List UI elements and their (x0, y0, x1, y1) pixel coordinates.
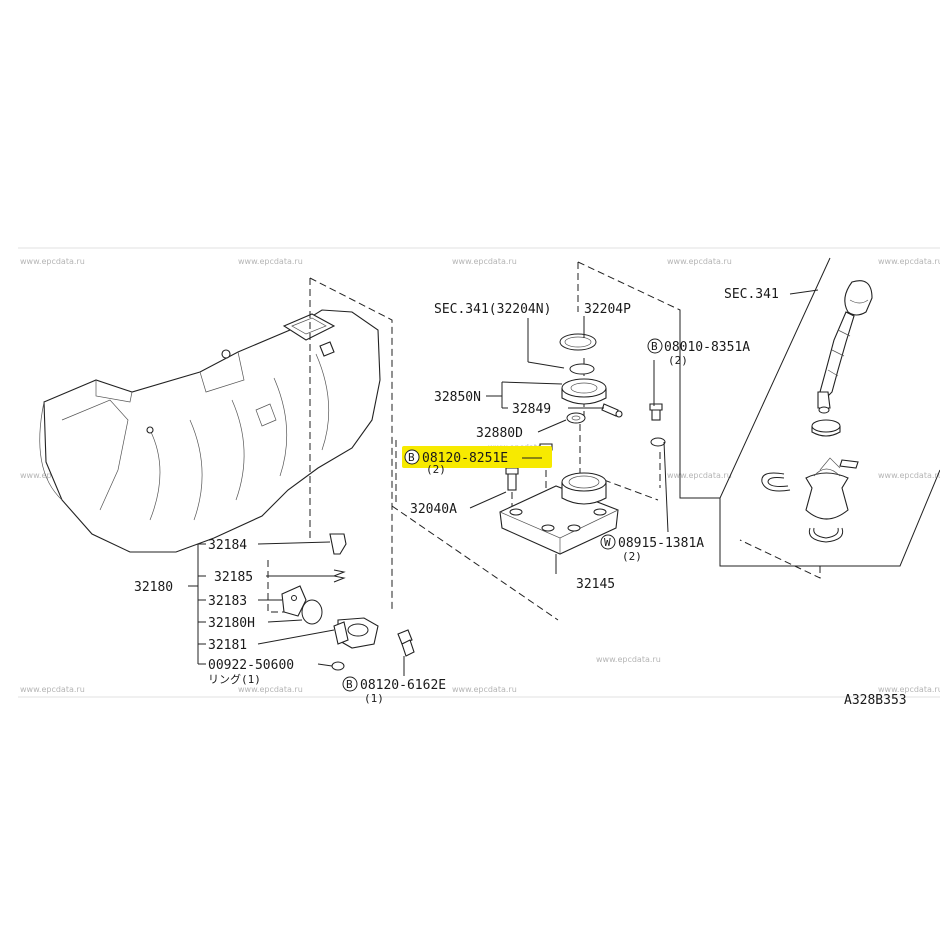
watermark: www.epcdata.ru (667, 471, 732, 480)
label-32180[interactable]: 32180 (134, 580, 173, 595)
bolt-illustration (505, 467, 519, 491)
watermark: www.epcdata.ru (452, 685, 517, 694)
seal-illustration (569, 363, 595, 375)
label-08915-qty: (2) (622, 550, 642, 563)
label-08915-1381A[interactable]: 08915-1381A (618, 536, 704, 551)
bushing-illustration (561, 378, 607, 405)
center-dashed-box (577, 261, 681, 498)
watermark: www.epcdata.ru (596, 655, 661, 664)
label-sec341-right[interactable]: SEC.341 (724, 287, 779, 302)
label-00922-50600[interactable]: 00922-50600 (208, 658, 294, 673)
watermark: www.epcdata.ru (238, 685, 303, 694)
snap-ring-illustration (559, 333, 597, 351)
watermark: www.epcdata.ru (878, 685, 940, 694)
leader-lines (188, 289, 819, 676)
label-32184[interactable]: 32184 (208, 538, 247, 553)
center-dashed-box (391, 505, 559, 621)
diagram-code: A328B353 (844, 693, 907, 708)
label-08010-8351A[interactable]: 08010-8351A (664, 340, 750, 355)
bolt-marker-letter: B (408, 451, 415, 464)
label-32183[interactable]: 32183 (208, 594, 247, 609)
label-32040A[interactable]: 32040A (410, 502, 457, 517)
bolt-marker-icon (647, 338, 663, 354)
label-32880D[interactable]: 32880D (476, 426, 523, 441)
washer-marker-letter: W (604, 536, 611, 549)
watermark: www.epcdata.ru (238, 257, 303, 266)
center-dashed-box (603, 479, 659, 501)
washer-marker-icon (600, 534, 616, 550)
guide-dashed (267, 560, 300, 613)
label-08120-6162E-qty: (1) (364, 692, 384, 705)
part-labels: SEC.341(32204N) 32204P B 08010-8351A (2)… (134, 287, 907, 708)
label-32185[interactable]: 32185 (214, 570, 253, 585)
washer-illustration (566, 412, 586, 424)
small-parts (281, 533, 415, 671)
shifter-base-illustration (499, 472, 619, 555)
shift-lever-group (679, 257, 940, 579)
bolt-marker-icon (342, 676, 358, 692)
bolt-illustration (649, 403, 666, 447)
bolt-marker-letter: B (651, 340, 658, 353)
guide-dashed (309, 277, 393, 612)
transmission-illustration (39, 309, 381, 553)
bolt-marker-letter: B (346, 678, 353, 691)
label-00922-note: リング(1) (208, 672, 261, 686)
label-32181[interactable]: 32181 (208, 638, 247, 653)
pin-illustration (601, 403, 623, 418)
label-32180H[interactable]: 32180H (208, 616, 255, 631)
bolt-marker-icon (404, 449, 420, 465)
watermark: www.epcdata.ru (452, 257, 517, 266)
watermark: www.epcdata.ru (20, 257, 85, 266)
label-08010-qty: (2) (668, 354, 688, 367)
watermark: www.epcdata.ru (667, 257, 732, 266)
label-08120-8251E-qty: (2) (426, 463, 446, 476)
watermark: www.epcdata.ru (878, 471, 940, 480)
watermark: www.epcdata.ru (878, 257, 940, 266)
label-08120-6162E[interactable]: 08120-6162E (360, 678, 446, 693)
label-sec341-32204N[interactable]: SEC.341(32204N) (434, 302, 551, 317)
highlight-part-08120-8251E (402, 446, 552, 468)
watermark: www.epcdata.ru (20, 685, 85, 694)
label-32145[interactable]: 32145 (576, 577, 615, 592)
label-32204P[interactable]: 32204P (584, 302, 631, 317)
label-32849[interactable]: 32849 (512, 402, 551, 417)
label-32850N[interactable]: 32850N (434, 390, 481, 405)
label-08120-8251E[interactable]: 08120-8251E (422, 451, 508, 466)
